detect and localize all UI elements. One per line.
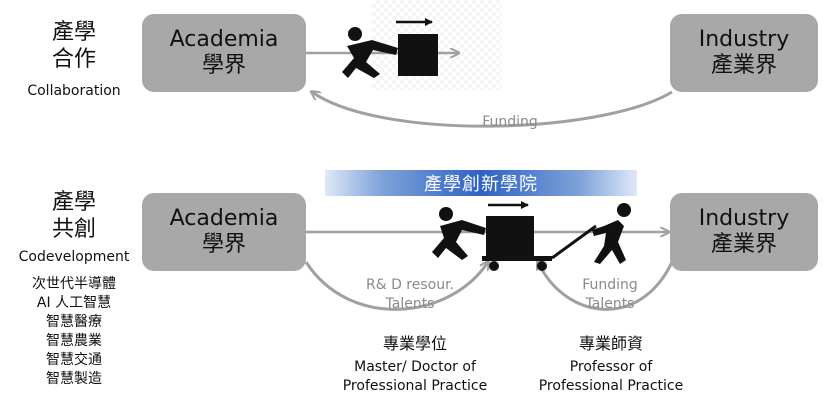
collaboration-subtitle: Collaboration <box>27 83 121 99</box>
codevelopment-title-line1: 產學 <box>51 190 96 215</box>
focus-field-item: 智慧交通 <box>46 352 102 368</box>
rd-resources-text: R& D resour. <box>365 277 455 293</box>
collaboration-title-line1: 產學 <box>51 20 96 45</box>
academia-label-zh: 學界 <box>201 53 246 78</box>
collaboration-title-line2: 合作 <box>51 46 96 72</box>
academia-label-zh: 學界 <box>201 232 246 257</box>
codevelopment-title-line2: 共創 <box>51 216 96 242</box>
academia-label-en: Academia <box>169 26 279 52</box>
faculty-en-line2: Professional Practice <box>538 377 684 394</box>
focus-field-list: 次世代半導體 AI 人工智慧 智慧醫療 智慧農業 智慧交通 智慧製造 <box>4 275 144 389</box>
cart-team-icon <box>432 201 631 271</box>
academia-label-en: Academia <box>169 205 279 231</box>
pushing-person-icon <box>342 18 438 78</box>
talents-text: Talents <box>585 295 635 312</box>
industry-box-top: Industry 產業界 <box>670 14 818 92</box>
funding-label-top: Funding <box>482 114 538 130</box>
talents-text: Talents <box>385 295 435 312</box>
degree-en-line1: Master/ Doctor of <box>354 359 476 375</box>
funding-talents-label: Funding Talents <box>560 276 660 314</box>
codevelopment-subtitle: Codevelopment <box>18 249 130 265</box>
professional-faculty-zh: 專業師資 <box>578 334 643 353</box>
bottom-left-curve-arrow <box>304 262 488 311</box>
focus-field-item: 智慧製造 <box>46 371 102 387</box>
degree-en-line2: Professional Practice <box>342 377 488 394</box>
professional-faculty-en: Professor of Professional Practice <box>514 358 708 396</box>
industry-label-zh: 產業界 <box>710 53 777 78</box>
industry-label-en: Industry <box>698 26 790 52</box>
professional-degree-zh: 專業學位 <box>382 334 447 353</box>
focus-field-item: AI 人工智慧 <box>36 295 112 311</box>
focus-field-item: 智慧醫療 <box>46 314 102 330</box>
academia-box-bottom: Academia 學界 <box>142 193 306 271</box>
codevelopment-title: 產學 共創 <box>46 190 102 244</box>
professional-degree-en: Master/ Doctor of Professional Practice <box>318 358 512 396</box>
industry-label-zh: 產業界 <box>710 232 777 257</box>
bottom-right-curve-arrow <box>538 262 674 311</box>
faculty-en-line1: Professor of <box>569 359 653 375</box>
rd-talents-label: R& D resour. Talents <box>350 276 470 314</box>
top-funding-arrow <box>312 92 673 128</box>
innovation-college-banner: 產學創新學院 <box>325 170 637 196</box>
industry-box-bottom: Industry 產業界 <box>670 193 818 271</box>
academia-box-top: Academia 學界 <box>142 14 306 92</box>
collaboration-title: 產學 合作 <box>46 20 102 74</box>
industry-label-en: Industry <box>698 205 790 231</box>
funding-text: Funding <box>582 277 638 293</box>
focus-field-item: 次世代半導體 <box>32 276 116 292</box>
focus-field-item: 智慧農業 <box>46 333 102 349</box>
